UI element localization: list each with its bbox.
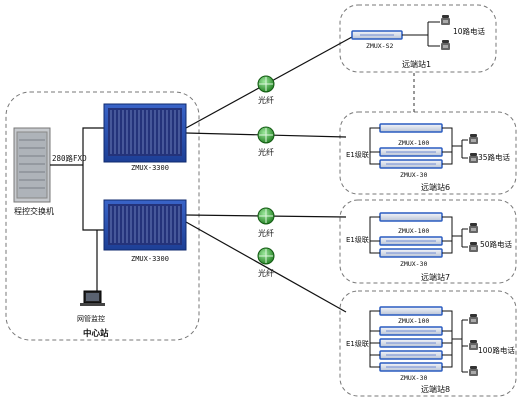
- phone-icon: [441, 15, 450, 25]
- fiber-label-2: 光纤: [258, 147, 274, 157]
- remote7-devices: [379, 212, 443, 258]
- pbx-cabinet-icon: [13, 127, 51, 203]
- center-station-label: 中心站: [83, 328, 109, 339]
- remote8-device-bottom-label: ZMUX-30: [400, 374, 427, 382]
- remote7-cabling: [369, 216, 468, 254]
- remote7-device-bottom-label: ZMUX-30: [400, 260, 427, 268]
- monitor-label: 网管监控: [77, 314, 105, 323]
- remote7-device-top-label: ZMUX-100: [398, 227, 429, 235]
- phone-icon: [469, 314, 478, 324]
- rack-b-label: ZMUX-3300: [131, 255, 169, 263]
- laptop-icon: [80, 290, 105, 306]
- pbx-label: 程控交换机: [14, 206, 54, 216]
- remote1-station-label: 远端站1: [402, 59, 431, 69]
- phone-icon: [469, 366, 478, 376]
- fiber-coil-icon: [257, 207, 275, 225]
- zmux-3300-rack-a: [103, 103, 187, 163]
- trunk-label: 280路FXO: [52, 153, 87, 163]
- remote8-station-label: 远端站8: [421, 384, 450, 394]
- fiber-label-4: 光纤: [258, 268, 274, 278]
- remote6-cabling: [369, 127, 468, 165]
- trunk-bracket: [50, 127, 104, 231]
- phone-icon: [469, 242, 478, 252]
- center-station-boundary: [5, 91, 200, 341]
- remote1-device-label: ZMUX-S2: [366, 42, 393, 50]
- phone-icon: [441, 40, 450, 50]
- phone-icon: [469, 134, 478, 144]
- remote6-device-top-label: ZMUX-100: [398, 139, 429, 147]
- phone-icon: [469, 340, 478, 350]
- fiber-coil-icon: [257, 126, 275, 144]
- remote-station-1-boundary: [339, 4, 497, 73]
- fiber-coil-icon: [257, 247, 275, 265]
- remote6-phones-label: 35路电话: [478, 152, 511, 162]
- remote1-phone-lines: [402, 21, 440, 47]
- remote6-e1-label: E1级联: [346, 150, 369, 159]
- remote7-e1-label: E1级联: [346, 235, 369, 244]
- remote-station-8-boundary: [339, 290, 517, 397]
- remote1-phones-label: 10路电话: [453, 26, 486, 36]
- remote8-phones-label: 100路电话: [478, 345, 515, 355]
- remote7-station-label: 远端站7: [421, 272, 450, 282]
- fiber-label-1: 光纤: [258, 95, 274, 105]
- phone-icon: [469, 153, 478, 163]
- zmux-3300-rack-b: [103, 199, 187, 251]
- remote-station-6-boundary: [339, 111, 517, 195]
- rack-a-label: ZMUX-3300: [131, 164, 169, 172]
- fiber-label-3: 光纤: [258, 228, 274, 238]
- remote6-device-bottom-label: ZMUX-30: [400, 171, 427, 179]
- remote6-station-label: 远端站6: [421, 182, 450, 192]
- remote8-device-top-label: ZMUX-100: [398, 317, 429, 325]
- remote-station-7-boundary: [339, 199, 517, 284]
- phone-icon: [469, 223, 478, 233]
- fiber-coil-icon: [257, 75, 275, 93]
- remote8-cabling: [369, 310, 468, 373]
- zmux-s2-device: [351, 30, 403, 40]
- remote8-e1-label: E1级联: [346, 339, 369, 348]
- remote7-phones-label: 50路电话: [480, 239, 513, 249]
